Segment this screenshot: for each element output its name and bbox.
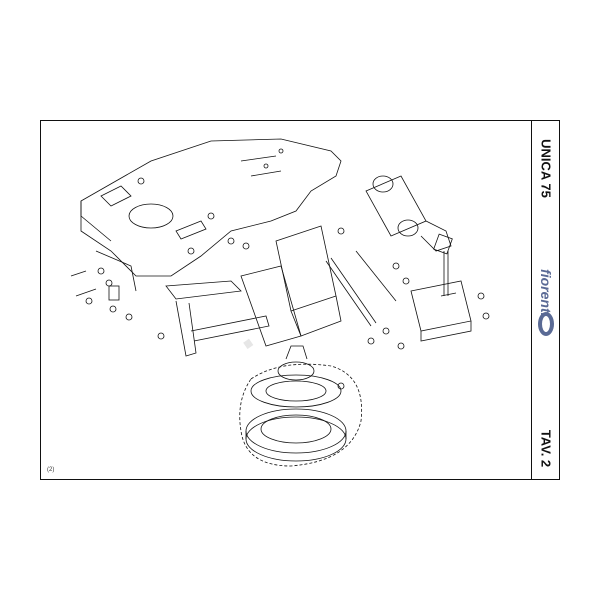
chassis-plate <box>80 138 342 277</box>
support-arm <box>165 280 270 357</box>
left-linkage <box>70 250 137 301</box>
bracket-assembly <box>410 280 472 342</box>
brush-disc <box>245 408 347 462</box>
model-title: UNICA 75 <box>538 139 553 198</box>
title-column: UNICA 75 fiorentini TAV. 2 <box>531 121 559 479</box>
drawing-sheet: · (2) UNICA 75 fiorentini TAV. 2 <box>40 120 560 480</box>
table-label: TAV. 2 <box>538 429 553 468</box>
page-number: (2) <box>47 467 55 473</box>
fasteners <box>85 177 490 390</box>
group-outline <box>239 363 363 467</box>
motor-assembly <box>365 175 453 296</box>
exploded-view-diagram <box>70 138 490 467</box>
brand-logo-icon <box>538 312 554 336</box>
central-frame <box>240 225 397 347</box>
drive-plate <box>250 345 342 408</box>
